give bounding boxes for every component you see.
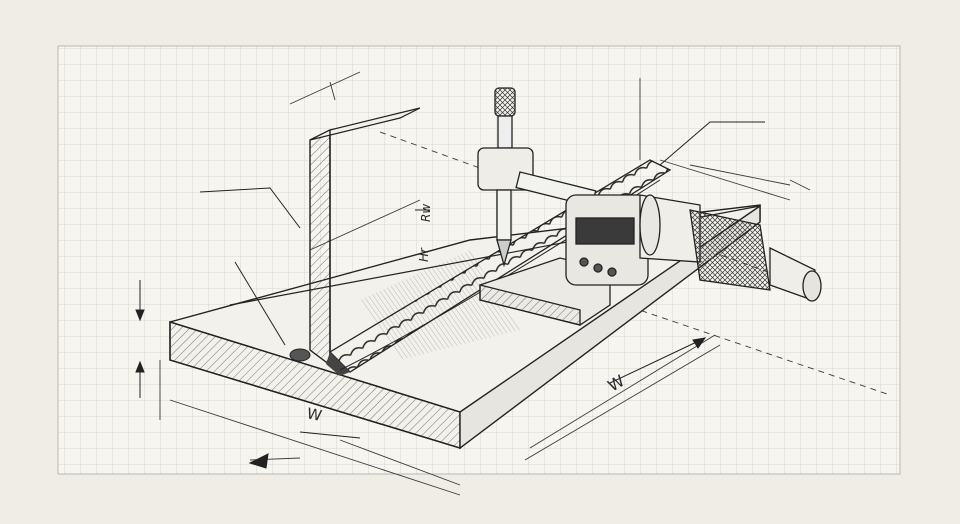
dimension-arrows bbox=[135, 280, 707, 469]
label-rw: Rw bbox=[419, 204, 433, 222]
label-hr: Hr bbox=[417, 247, 431, 262]
gauge-fixture bbox=[477, 87, 822, 326]
label-w-front: W bbox=[305, 404, 323, 425]
leader-lines bbox=[199, 121, 765, 346]
shadow-hatching bbox=[360, 250, 520, 360]
vertical-plate bbox=[309, 107, 421, 367]
